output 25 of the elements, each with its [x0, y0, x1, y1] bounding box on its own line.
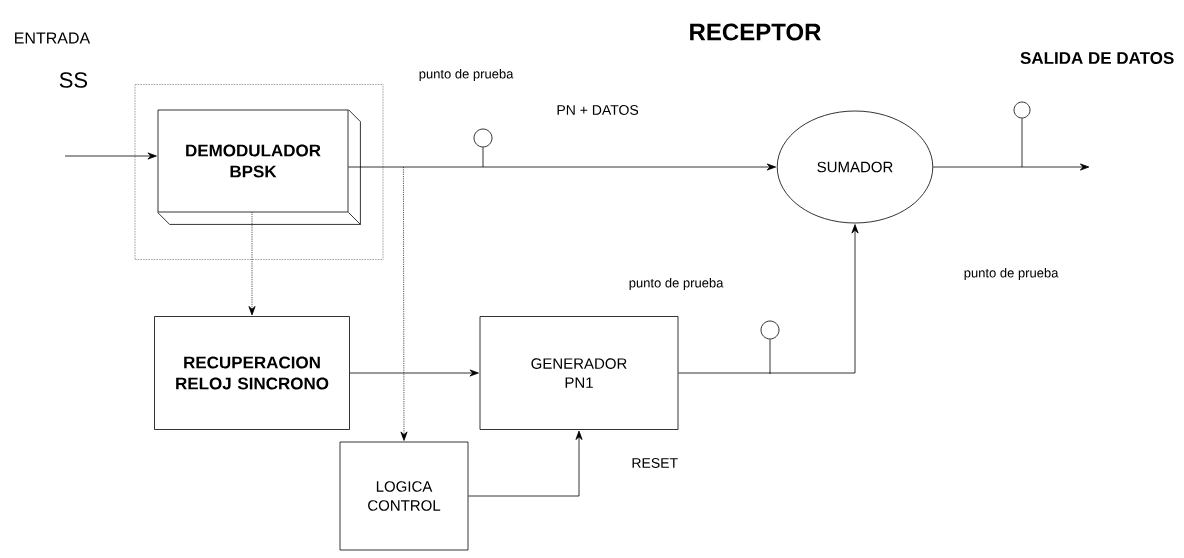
arrow [348, 163, 777, 171]
test-point-circle [1013, 101, 1031, 119]
arrow [64, 152, 157, 160]
arrow [678, 224, 859, 374]
arrow [349, 369, 479, 377]
test-point-circle [760, 320, 780, 340]
dotted-enclosure [134, 84, 384, 260]
block-box: GENERADOR PN1 [479, 316, 679, 430]
block-box: LOGICA CONTROL [339, 441, 469, 551]
signal-label: SS [59, 72, 88, 88]
input-label: ENTRADA [15, 32, 91, 44]
arrow [248, 212, 256, 316]
arrow [400, 166, 408, 441]
block-box: RECUPERACION RELOJ SINCRONO [154, 316, 350, 430]
arrow [468, 430, 583, 497]
test-point-label: punto de prueba [629, 277, 724, 291]
block-box: DEMODULADOR BPSK [157, 109, 361, 225]
output-label: SALIDA DE DATOS [1020, 52, 1174, 65]
test-point-label: punto de prueba [964, 267, 1059, 281]
title: RECEPTOR [690, 23, 821, 41]
arrow [932, 163, 1090, 171]
test-point-circle [473, 128, 493, 148]
edge-label: RESET [630, 457, 680, 469]
edge-label: PN + DATOS [555, 104, 640, 116]
test-point-label: punto de prueba [419, 68, 514, 82]
